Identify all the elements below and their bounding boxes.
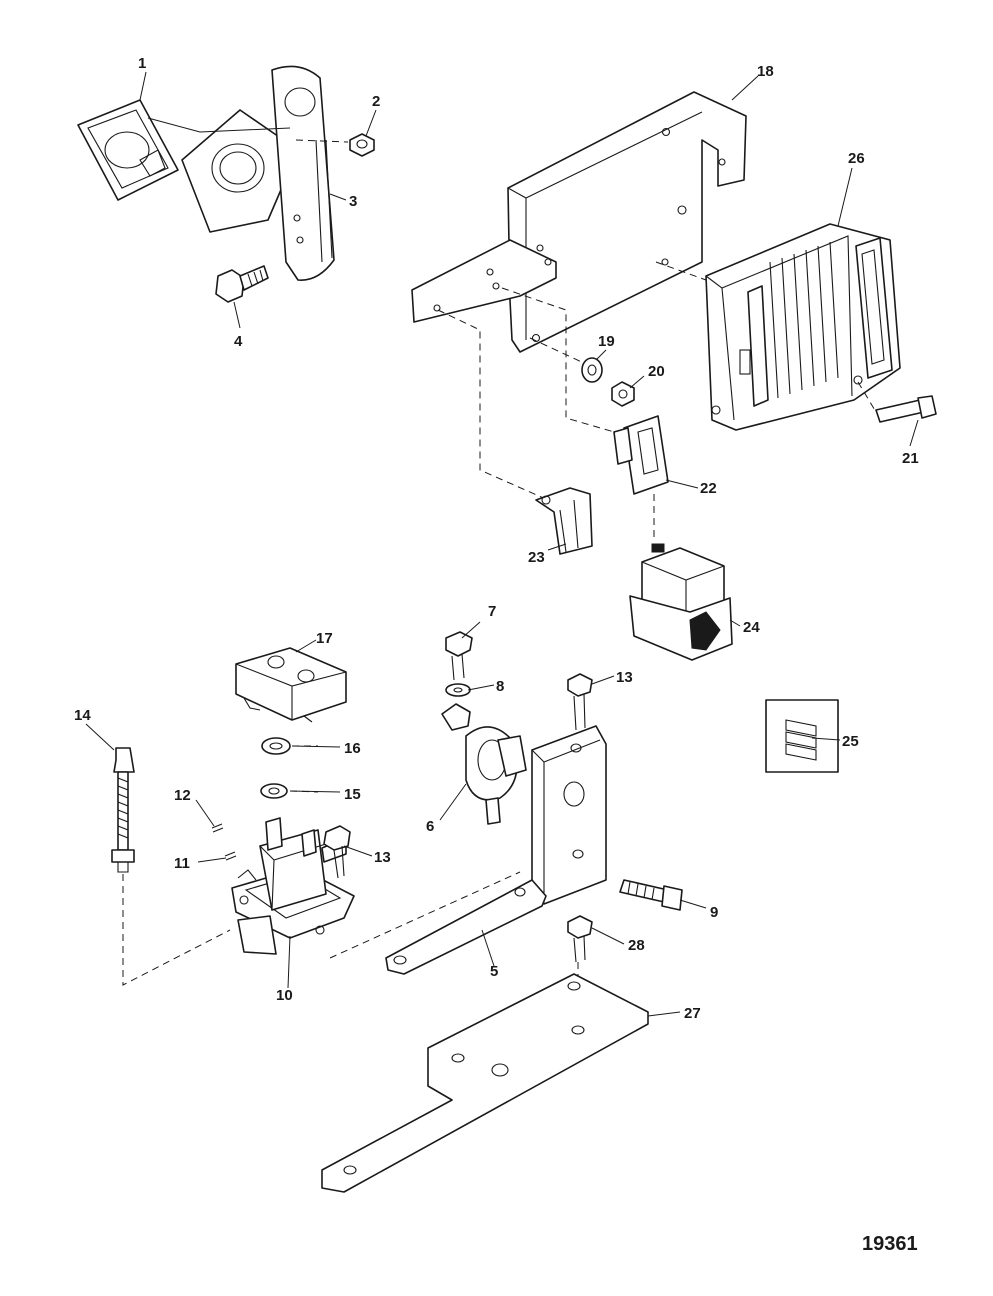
- callout-20: 20: [648, 363, 665, 380]
- part-5-switch-bracket: [329, 725, 607, 975]
- callout-19: 19: [598, 333, 615, 350]
- part-1-gasket: [77, 99, 179, 201]
- part-3-mounting-plate: [147, 65, 335, 281]
- part-13-screw-left: [323, 825, 351, 879]
- callout-17: 17: [316, 630, 333, 647]
- callout-2: 2: [372, 93, 380, 110]
- leader-lines: [85, 71, 919, 1017]
- part-25-terminal-inset: [765, 699, 839, 773]
- part-11-pin: [224, 851, 237, 861]
- callout-23: 23: [528, 549, 545, 566]
- part-9-screw: [619, 879, 683, 911]
- callout-24: 24: [743, 619, 760, 636]
- callout-8: 8: [496, 678, 504, 695]
- part-4-bolt: [215, 265, 269, 303]
- callout-27: 27: [684, 1005, 701, 1022]
- part-6-switch: [441, 703, 527, 825]
- callout-12: 12: [174, 787, 191, 804]
- part-27-base-plate: [321, 973, 649, 1193]
- callout-13-right: 13: [616, 669, 633, 686]
- callout-15: 15: [344, 786, 361, 803]
- part-22-socket: [613, 415, 669, 540]
- part-7-screw: [445, 631, 473, 681]
- callout-18: 18: [757, 63, 774, 80]
- part-26-module: [705, 223, 901, 431]
- part-19-washer: [581, 357, 603, 383]
- figure-number: 19361: [862, 1233, 918, 1255]
- part-13-screw-right: [567, 673, 593, 731]
- callout-9: 9: [710, 904, 718, 921]
- part-12-pin: [211, 823, 224, 833]
- part-10-solenoid: [231, 817, 355, 955]
- callout-13-left: 13: [374, 849, 391, 866]
- callout-22: 22: [700, 480, 717, 497]
- part-17-cover: [235, 647, 347, 723]
- callout-11: 11: [174, 855, 190, 872]
- callout-14: 14: [74, 707, 91, 724]
- part-24-relay: [629, 543, 733, 661]
- part-18-bracket: [411, 91, 747, 501]
- callout-3: 3: [349, 193, 357, 210]
- part-2-nut: [295, 133, 375, 157]
- callout-10: 10: [276, 987, 293, 1004]
- part-23-clip: [535, 487, 593, 555]
- callout-28: 28: [628, 937, 645, 954]
- callout-7: 7: [488, 603, 496, 620]
- part-28-screw: [567, 915, 593, 984]
- callout-25: 25: [842, 733, 859, 750]
- part-14-stud: [111, 747, 231, 986]
- callout-26: 26: [848, 150, 865, 167]
- part-8-lock-washer: [445, 683, 471, 697]
- callout-1: 1: [138, 55, 146, 72]
- callout-6: 6: [426, 818, 434, 835]
- part-21-screw: [857, 381, 937, 423]
- callout-5: 5: [490, 963, 498, 980]
- callout-labels: 1 2 3 4 18 26 19 20 21 22 23 24 25 17 16…: [74, 55, 919, 1022]
- part-20-nut: [611, 381, 635, 407]
- callout-21: 21: [902, 450, 919, 467]
- callout-16: 16: [344, 740, 361, 757]
- callout-4: 4: [234, 333, 243, 350]
